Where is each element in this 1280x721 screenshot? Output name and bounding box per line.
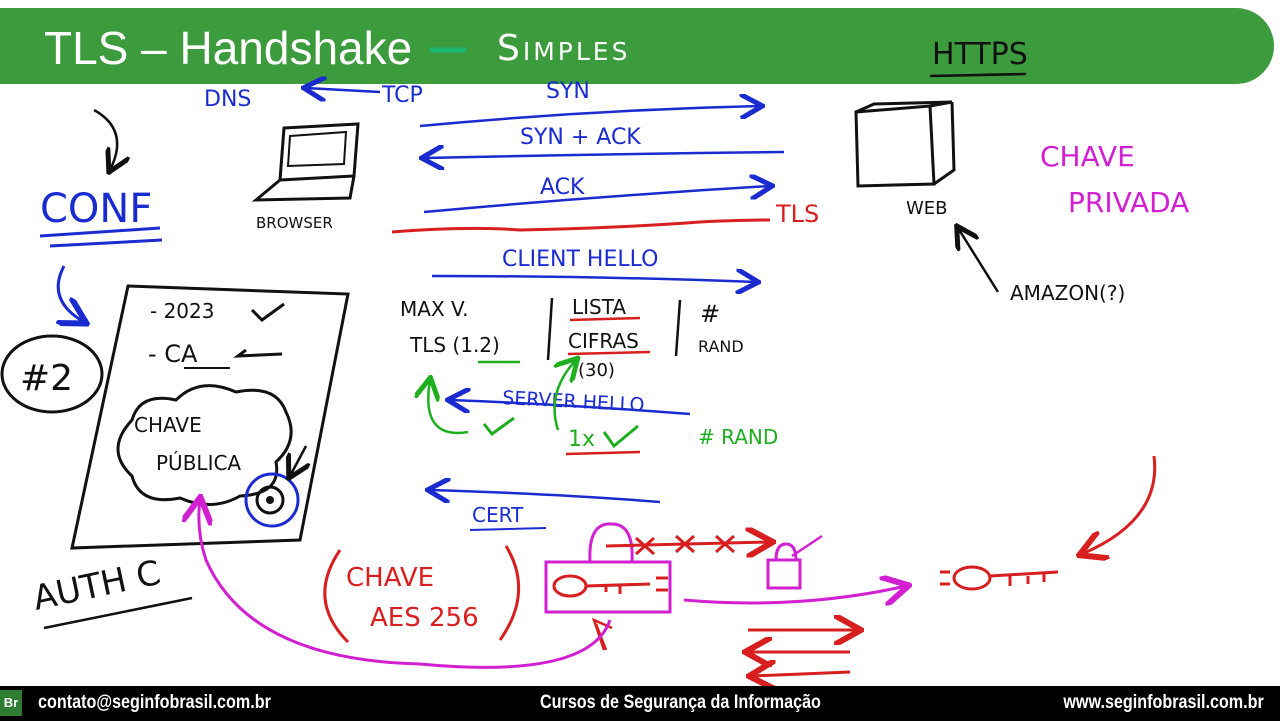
tls-label: TLS: [775, 200, 819, 228]
footer-website[interactable]: www.seginfobrasil.com.br: [1063, 692, 1264, 713]
cert-ca: - CA: [148, 340, 198, 368]
ack-arrow: [423, 186, 770, 214]
badge-label: #2: [20, 358, 73, 399]
whiteboard-canvas: HTTPS DNS TCP SYN SYN + ACK ACK TLS CLIE…: [0, 37, 1189, 686]
dns-label: DNS: [204, 87, 251, 112]
cifras-label: CIFRAS: [568, 329, 639, 353]
tls-version-check-arrow: [428, 380, 469, 435]
server-hello-label: SERVER HELLO: [502, 387, 645, 416]
web-label: WEB: [906, 198, 948, 219]
syn-label: SYN: [546, 79, 590, 104]
hello-divider-2: [674, 299, 682, 357]
public-key-cloud: [116, 384, 293, 507]
aes-to-cert-arrow: [199, 500, 612, 669]
encrypted-key-box: [544, 560, 672, 614]
one-x-check-icon: [602, 424, 639, 449]
aes-paren-right: [498, 545, 521, 641]
amazon-label: AMAZON(?): [1010, 281, 1125, 305]
cert-year-check-icon: [250, 302, 285, 322]
private-key-arrow: [1082, 455, 1157, 554]
server-key-head-icon: [952, 565, 992, 591]
badge-circle: [0, 334, 104, 414]
key-equals: [656, 576, 668, 592]
footer-bar: Br contato@seginfobrasil.com.br Cursos d…: [0, 686, 1280, 721]
server-rand-label: # RAND: [698, 425, 778, 449]
cert-key-line2: PÚBLICA: [156, 451, 241, 475]
cert-year: - 2023: [150, 299, 214, 323]
dns-to-conf-arrow: [93, 108, 117, 170]
conf-underline-2: [49, 238, 163, 248]
auth-underline: [43, 596, 193, 630]
encrypted-key-to-server-arrow: [683, 586, 906, 603]
padlock-icon: [766, 558, 802, 590]
padlock-small-shackle: [774, 542, 798, 561]
footer-logo: Br: [0, 690, 22, 716]
https-underline: [929, 72, 1027, 78]
cert-label: CERT: [472, 503, 524, 527]
gear-center: [266, 496, 274, 504]
lista-label: LISTA: [572, 295, 626, 319]
browser-label: BROWSER: [256, 214, 333, 232]
certificate-document: [70, 284, 350, 550]
page-subtitle: Simples: [497, 28, 631, 69]
cert-underline: [469, 527, 547, 531]
footer-email[interactable]: contato@seginfobrasil.com.br: [38, 692, 271, 713]
cipher-choice-arrow: [555, 360, 576, 431]
tls-version-label: TLS (1.2): [409, 333, 500, 357]
ack-label: ACK: [540, 175, 585, 200]
server-hello-arrow: [450, 400, 691, 416]
title-banner: [0, 8, 1274, 84]
seal-circle: [244, 472, 300, 528]
server-key-equals: [940, 570, 950, 586]
footer-course-name: Cursos de Segurança da Informação: [540, 692, 821, 713]
aes-line1: CHAVE: [346, 563, 434, 593]
client-hello-arrow: [431, 276, 756, 282]
client-hello-label: CLIENT HELLO: [502, 247, 658, 272]
aes-line2: AES 256: [370, 603, 479, 633]
amazon-arrow: [958, 228, 1000, 293]
conf-to-cert-arrow: [58, 265, 84, 322]
gear-icon: [255, 485, 285, 515]
dns-arrow: [306, 88, 381, 92]
page-title: TLS – Handshake: [44, 22, 413, 74]
https-label: HTTPS: [932, 37, 1028, 72]
hash-rand-line1: #: [700, 300, 720, 328]
chave-privada-line1: CHAVE: [1040, 140, 1135, 173]
hash-rand-line2: RAND: [698, 337, 744, 356]
lista-underline: [569, 316, 641, 322]
crossed-out-marks: [635, 534, 735, 556]
seal-pointer-arrow: [290, 445, 306, 476]
conf-label: CONF: [40, 186, 152, 232]
cert-key-line1: CHAVE: [134, 413, 202, 437]
hello-divider-1: [546, 297, 554, 361]
max-v-label: MAX V.: [400, 297, 468, 321]
one-x-underline: [565, 450, 641, 456]
synack-label: SYN + ACK: [520, 125, 641, 150]
cifras-underline: [567, 350, 651, 356]
padlock-tick: [791, 534, 823, 558]
one-x-label: 1x: [568, 427, 595, 452]
synack-arrow: [424, 152, 785, 158]
crossed-arrow: [605, 542, 770, 546]
cert-arrow: [430, 490, 661, 504]
padlock-shackle-icon: [588, 522, 634, 563]
server-key-shaft-icon: [989, 570, 1059, 586]
chave-privada-line2: PRIVADA: [1068, 186, 1189, 219]
laptop-icon: [251, 122, 360, 202]
conf-underline-1: [39, 226, 161, 238]
cifras-count: (30): [578, 360, 615, 381]
syn-arrow: [419, 106, 760, 128]
tls-separator-line: [391, 218, 771, 234]
tls-version-check-icon: [482, 416, 515, 437]
key-head-icon: [552, 574, 588, 598]
cert-ca-check-icon: [233, 348, 283, 358]
aes-paren-left: [323, 549, 350, 644]
server-icon: [854, 100, 956, 188]
key-pointer-head: [591, 617, 613, 651]
key-shaft-icon: [585, 582, 651, 594]
data-arrow-left-2: [752, 672, 851, 676]
tcp-label: TCP: [381, 83, 423, 108]
